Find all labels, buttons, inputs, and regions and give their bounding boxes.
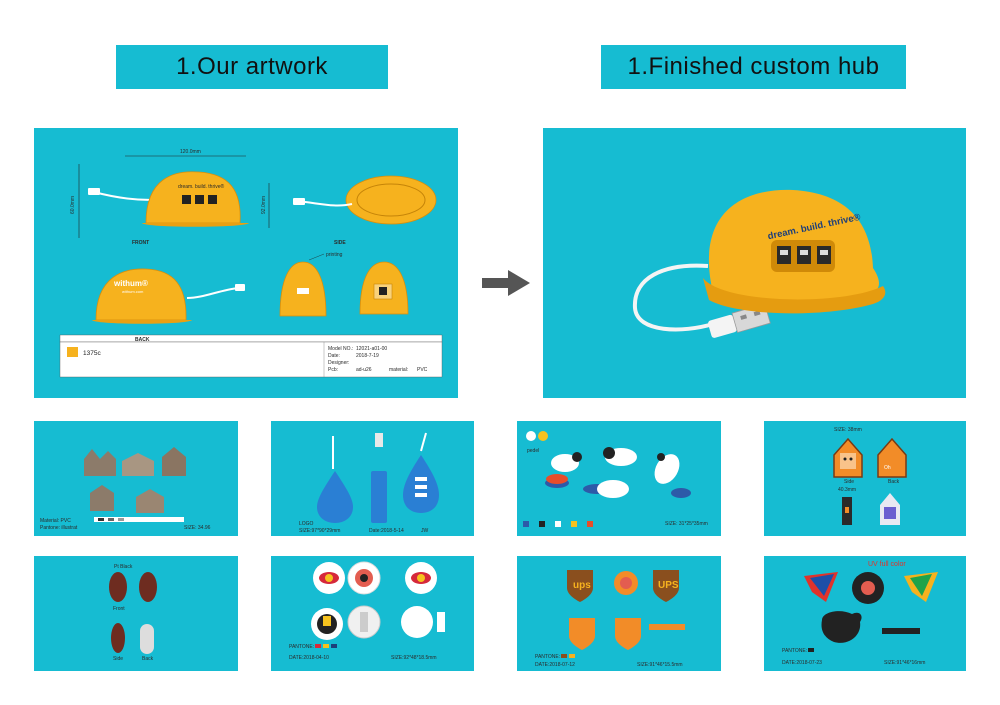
date-label: Date:: [328, 353, 340, 359]
thumb-houses: SIZE: 38mm Oh Side Back 40.3mm: [764, 421, 966, 536]
birds-date: DATE:2018-07-23: [782, 660, 822, 666]
thumb-drops: LOGO SIZE:97*90*29mm Date:2018-5-14 JW: [271, 421, 474, 536]
redbull-drawing: PANTONE: DATE:2018-04-10 SIZE:92*48*18.5…: [289, 561, 445, 661]
sheep-label: pedel: [527, 448, 539, 454]
ovals-back: Back: [142, 656, 154, 662]
ups-logo-2: UPS: [658, 580, 679, 591]
thumb-ups: ups UPS PANTONE: DATE:2018-07-12 SIZE:91…: [517, 556, 721, 671]
model-label: Model NO.:: [328, 346, 353, 352]
dim-depth: 92.0mm: [261, 196, 267, 214]
artwork-panel: 120.0mm 60.0mm 92.0mm dream. build. thri…: [34, 128, 458, 398]
birds-drawing: UV full color PANTONE: DATE:2018-07-23 S…: [782, 561, 938, 666]
printing-note: printing: [326, 252, 343, 258]
dim-height: 60.0mm: [70, 196, 76, 214]
redbull-size: SIZE:92*48*18.5mm: [391, 655, 437, 661]
houses-dim: 40.3mm: [838, 487, 856, 493]
front-hub-text: dream. build. thrive®: [178, 183, 225, 190]
ups-size: SIZE:91*46*15.5mm: [637, 662, 683, 668]
front-hub-drawing: dream. build. thrive®: [88, 171, 249, 227]
castles-size: SIZE: 34.96: [184, 525, 211, 531]
houses-back-label: Back: [888, 479, 900, 485]
back-logo: withum®: [113, 279, 148, 288]
thumb-ovals: Pt Black Front Side Back: [34, 556, 238, 671]
model-value: 12021-a01-00: [356, 346, 387, 352]
redbull-date: DATE:2018-04-10: [289, 655, 329, 661]
pcb-value: ad-u26: [356, 367, 372, 373]
thumb-birds: UV full color PANTONE: DATE:2018-07-23 S…: [764, 556, 966, 671]
end-view-drawings: printing: [279, 252, 409, 317]
houses-drawing: SIZE: 38mm Oh Side Back 40.3mm: [833, 427, 907, 525]
designer-label: Designer:: [328, 360, 349, 366]
ovals-drawing: Pt Black Front Side Back: [109, 564, 157, 662]
material-label: material:: [389, 367, 408, 373]
label-front: FRONT: [132, 240, 149, 246]
ovals-title: Pt Black: [114, 564, 133, 570]
side-hub-drawing: [293, 175, 437, 225]
arrow-right-icon: [482, 270, 530, 296]
drops-drawing: LOGO SIZE:97*90*29mm Date:2018-5-14 JW: [299, 432, 439, 534]
ups-date: DATE:2018-07-12: [535, 662, 575, 668]
sheep-size: SIZE: 31*25*35mm: [665, 521, 708, 527]
ovals-side: Side: [113, 656, 123, 662]
date-value: 2018-7-19: [356, 353, 379, 359]
castles-label2: Pantone: illustrat: [40, 525, 78, 531]
thumb-redbull: PANTONE: DATE:2018-04-10 SIZE:92*48*18.5…: [271, 556, 474, 671]
artwork-drawing: 120.0mm 60.0mm 92.0mm dream. build. thri…: [59, 149, 443, 378]
label-side: SIDE: [334, 240, 346, 246]
castles-drawing: Material: PVC Pantone: illustrat SIZE: 3…: [40, 447, 211, 531]
pantone-code: 1375c: [83, 350, 101, 357]
finished-hub-header: 1.Finished custom hub: [601, 45, 906, 89]
pcb-label: Pcb:: [328, 367, 338, 373]
birds-uv: UV full color: [868, 561, 906, 568]
drops-ref: JW: [421, 528, 429, 534]
birds-size: SIZE:91*46*16mm: [884, 660, 925, 666]
houses-size-top: SIZE: 38mm: [834, 427, 862, 433]
artwork-header: 1.Our artwork: [116, 45, 388, 89]
back-url: withum.com: [122, 289, 144, 294]
finished-hub-panel: dream. build. thrive®: [543, 128, 966, 398]
houses-side-label: Side: [844, 479, 854, 485]
finished-hub-render: dream. build. thrive®: [632, 189, 886, 338]
label-back: BACK: [135, 337, 150, 343]
sheep-drawing: pedel SIZE: 31*25*35mm: [523, 431, 708, 527]
dim-width: 120.0mm: [180, 149, 201, 155]
thumb-castles: Material: PVC Pantone: illustrat SIZE: 3…: [34, 421, 238, 536]
drops-note: LOGO: [299, 521, 314, 527]
ups-drawing: ups UPS PANTONE: DATE:2018-07-12 SIZE:91…: [535, 570, 685, 668]
drops-size: SIZE:97*90*29mm: [299, 528, 340, 534]
ups-pantone: PANTONE:: [535, 654, 560, 660]
svg-text:Oh: Oh: [884, 465, 891, 471]
pantone-swatch: [67, 347, 78, 357]
material-value: PVC: [417, 367, 428, 373]
ups-logo-1: ups: [573, 580, 591, 591]
drops-date: Date:2018-5-14: [369, 528, 404, 534]
birds-pantone: PANTONE:: [782, 648, 807, 654]
redbull-pantone: PANTONE:: [289, 644, 314, 650]
thumb-sheep: pedel SIZE: 31*25*35mm: [517, 421, 721, 536]
ovals-front: Front: [113, 606, 125, 612]
castles-label1: Material: PVC: [40, 518, 71, 524]
back-hub-drawing: withum® withum.com: [92, 268, 245, 324]
